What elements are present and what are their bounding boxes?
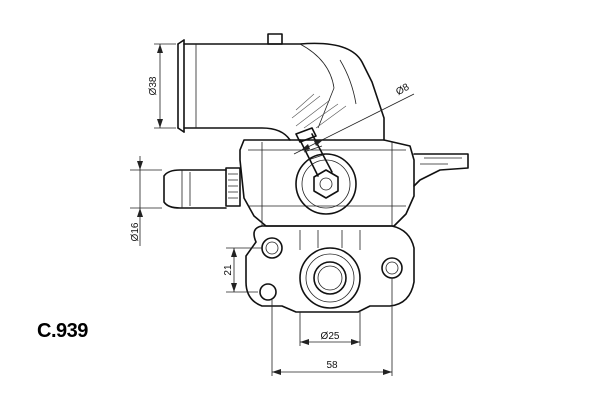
dim-outlet-diameter: Ø38 [148,43,176,129]
dim-inlet-diameter-label: Ø16 [130,222,141,241]
mounting-flange [245,225,415,313]
inlet-tube [163,169,227,209]
dim-port-diameter: Ø25 [299,312,361,346]
sensor-boss [295,127,357,215]
dim-mount-spacing-label: 58 [326,360,338,371]
dim-flange-height: 21 [223,247,262,293]
dim-port-diameter-label: Ø25 [321,331,340,342]
main-body [225,139,469,227]
outlet-elbow-pipe [177,33,385,141]
dim-flange-height-label: 21 [223,264,234,276]
part-code-label: C.939 [37,320,88,342]
dim-inlet-diameter: Ø16 [130,156,162,246]
dim-outlet-diameter-label: Ø38 [148,76,159,95]
dim-mount-spacing: 58 [271,278,393,376]
dim-small-tube-diameter-label: Ø8 [394,82,411,98]
